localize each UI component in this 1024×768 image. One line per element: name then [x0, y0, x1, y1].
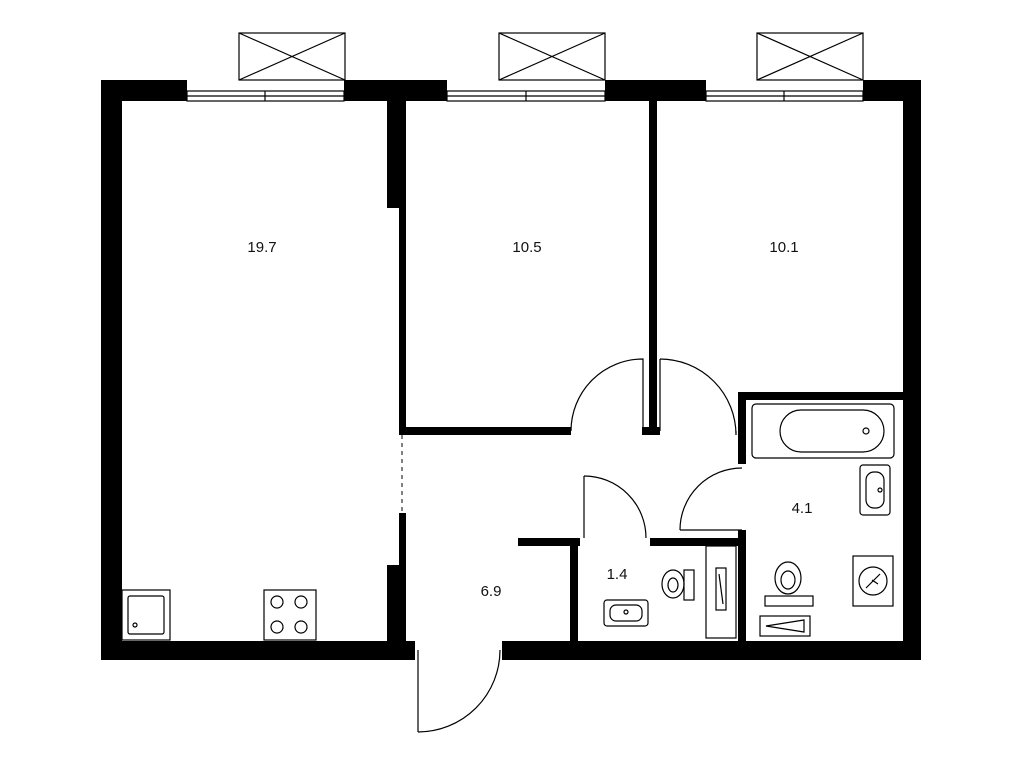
bathtub-icon	[751, 403, 895, 459]
window-1	[186, 90, 345, 102]
washing-machine-icon	[852, 555, 894, 607]
door-bedroom-2	[659, 358, 737, 436]
door-bedroom-1	[570, 358, 644, 432]
kitchen-sink-icon	[121, 589, 171, 641]
bathroom-toilet-icon	[764, 561, 814, 607]
room-area-bathroom: 4.1	[792, 500, 813, 517]
room-area-hallway: 6.9	[481, 583, 502, 600]
ac-unit-2	[498, 32, 606, 81]
room-area-bedroom-1: 10.5	[512, 239, 541, 256]
window-2	[446, 90, 606, 102]
room-area-toilet: 1.4	[607, 566, 628, 583]
ac-unit-3	[756, 32, 864, 81]
toilet-icon	[661, 569, 695, 601]
window-3	[705, 90, 864, 102]
room-area-living-kitchen: 19.7	[247, 239, 276, 256]
toilet-sink-icon	[603, 599, 649, 627]
room-area-bedroom-2: 10.1	[769, 239, 798, 256]
door-entrance	[417, 649, 501, 733]
heated-towel-rail-icon	[759, 615, 811, 637]
ac-unit-1	[238, 32, 346, 81]
water-heater-icon	[705, 545, 737, 639]
stove-icon	[263, 589, 317, 641]
bathroom-sink-icon	[859, 464, 891, 516]
interior-walls	[387, 101, 903, 660]
door-bathroom	[679, 467, 743, 531]
outer-walls	[101, 80, 921, 660]
door-toilet	[583, 475, 647, 539]
